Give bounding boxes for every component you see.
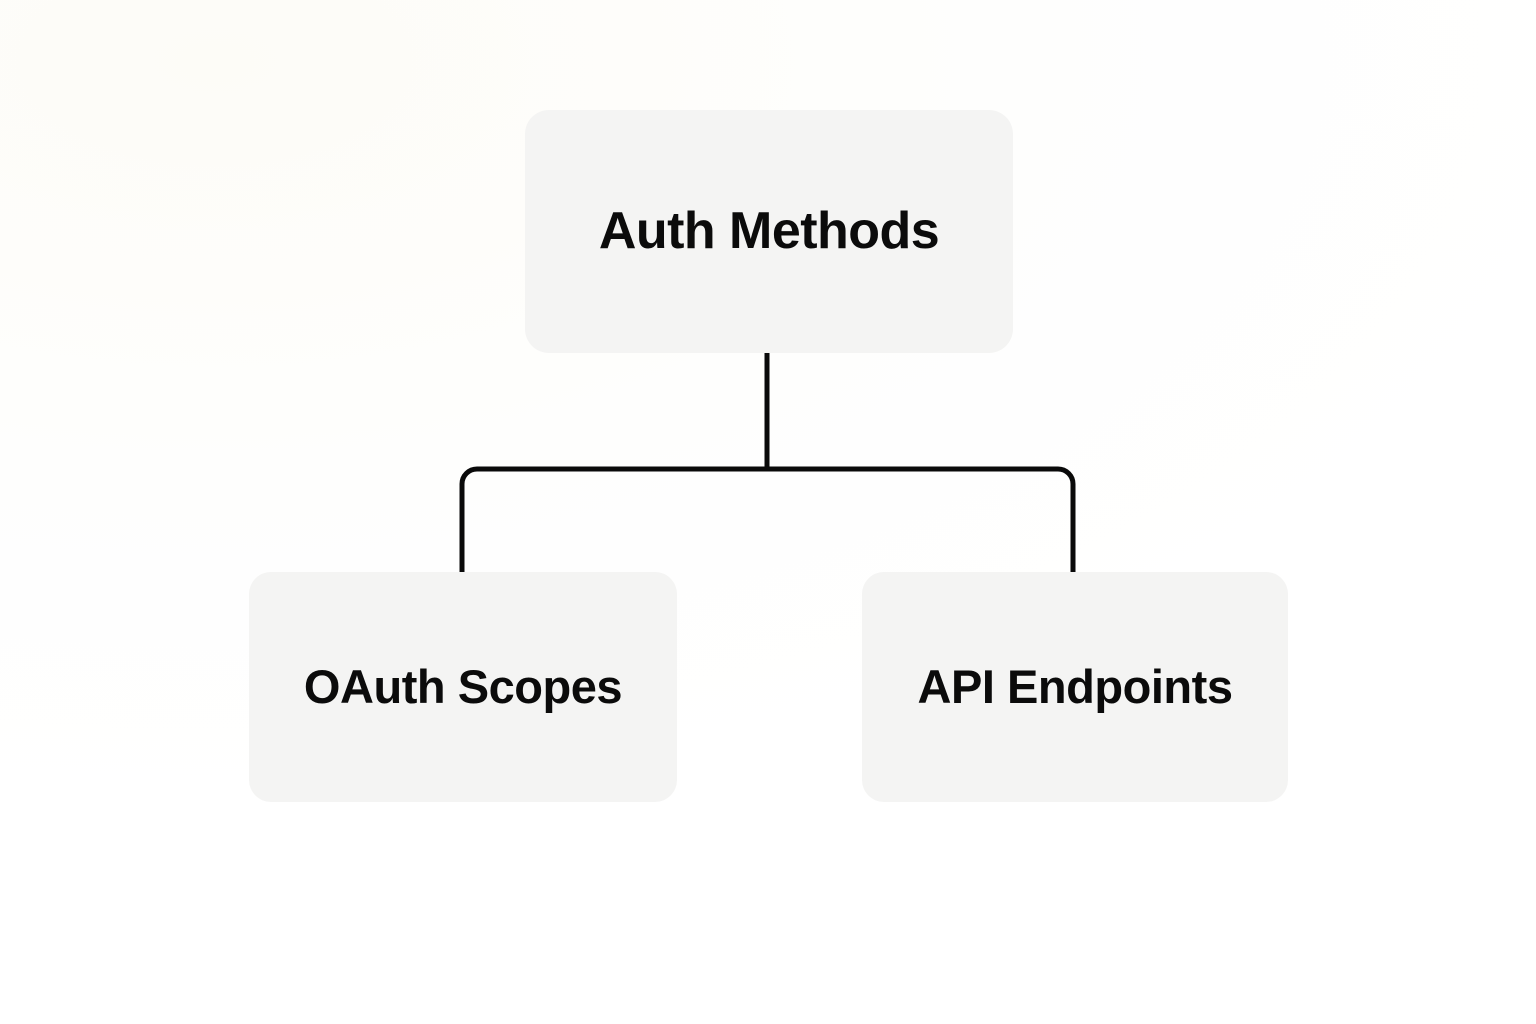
node-label-api-endpoints: API Endpoints bbox=[917, 659, 1233, 713]
edge-root-to-left bbox=[459, 466, 767, 574]
edge-root-to-right bbox=[767, 466, 1076, 574]
node-auth-methods[interactable]: Auth Methods bbox=[525, 110, 1013, 353]
node-api-endpoints[interactable]: API Endpoints bbox=[862, 572, 1288, 802]
node-oauth-scopes[interactable]: OAuth Scopes bbox=[249, 572, 677, 802]
node-label-auth-methods: Auth Methods bbox=[598, 202, 940, 261]
node-label-oauth-scopes: OAuth Scopes bbox=[303, 659, 623, 713]
